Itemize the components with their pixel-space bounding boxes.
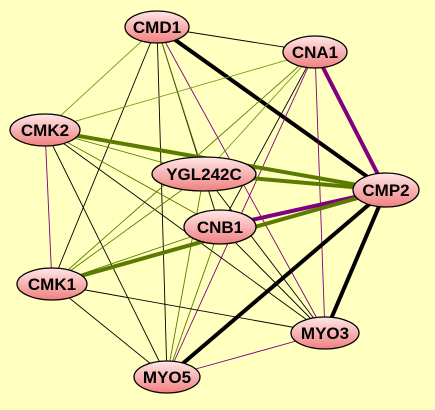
node-ellipse[interactable] [290, 316, 360, 350]
edge-cmd1-cmk2 [44, 26, 158, 131]
edge-cnb1-myo5 [166, 226, 221, 378]
node-label: CNB1 [197, 218, 243, 237]
edge-cmk2-cmk1 [44, 129, 53, 285]
node-label: CMK1 [28, 275, 76, 294]
node-label: CMP2 [362, 181, 409, 200]
node-label: YGL242C [166, 165, 242, 184]
node-label: CNA1 [292, 43, 338, 62]
edge-cmd1-cmp2 [155, 25, 388, 192]
node-ellipse[interactable] [282, 35, 348, 69]
edge-cna1-cmp2 [313, 50, 388, 192]
node-ellipse[interactable] [133, 360, 201, 394]
edge-ygl242c-cmk1 [51, 173, 205, 285]
edge-cmk1-myo3 [51, 283, 326, 334]
node-ellipse[interactable] [124, 10, 190, 44]
node-label: CMK2 [21, 121, 69, 140]
edge-cmp2-myo3 [323, 188, 388, 335]
edge-cna1-myo3 [314, 51, 326, 334]
node-cmd1[interactable]: CMD1 [124, 10, 190, 44]
edge-cna1-ygl242c [203, 51, 316, 175]
edge-ygl242c-myo5 [166, 173, 205, 378]
node-label: CMD1 [133, 18, 181, 37]
node-ellipse[interactable] [151, 156, 257, 192]
node-cmk2[interactable]: CMK2 [9, 113, 81, 147]
node-ygl242c[interactable]: YGL242C [151, 156, 257, 192]
edge-cmk1-myo5 [51, 283, 168, 378]
node-cnb1[interactable]: CNB1 [183, 209, 257, 245]
node-cmp2[interactable]: CMP2 [352, 172, 420, 208]
node-cmk1[interactable]: CMK1 [16, 267, 88, 301]
edge-cmk2-cnb1 [44, 129, 221, 228]
edge-cmd1-cmk1 [51, 26, 158, 285]
node-cna1[interactable]: CNA1 [282, 35, 348, 69]
node-label: MYO5 [143, 368, 191, 387]
node-ellipse[interactable] [9, 113, 81, 147]
node-ellipse[interactable] [183, 209, 257, 245]
node-myo3[interactable]: MYO3 [290, 316, 360, 350]
edge-ygl242c-myo3 [203, 173, 326, 334]
node-ellipse[interactable] [352, 172, 420, 208]
edge-cmd1-myo5 [156, 26, 168, 378]
edge-cmd1-ygl242c [156, 26, 205, 175]
node-label: MYO3 [301, 324, 349, 343]
edge-cnb1-myo3 [219, 226, 326, 334]
edge-cna1-cnb1 [219, 51, 316, 228]
edge-cmk2-myo5 [44, 129, 168, 378]
node-ellipse[interactable] [16, 267, 88, 301]
edge-cna1-cmk2 [44, 51, 316, 131]
node-myo5[interactable]: MYO5 [133, 360, 201, 394]
